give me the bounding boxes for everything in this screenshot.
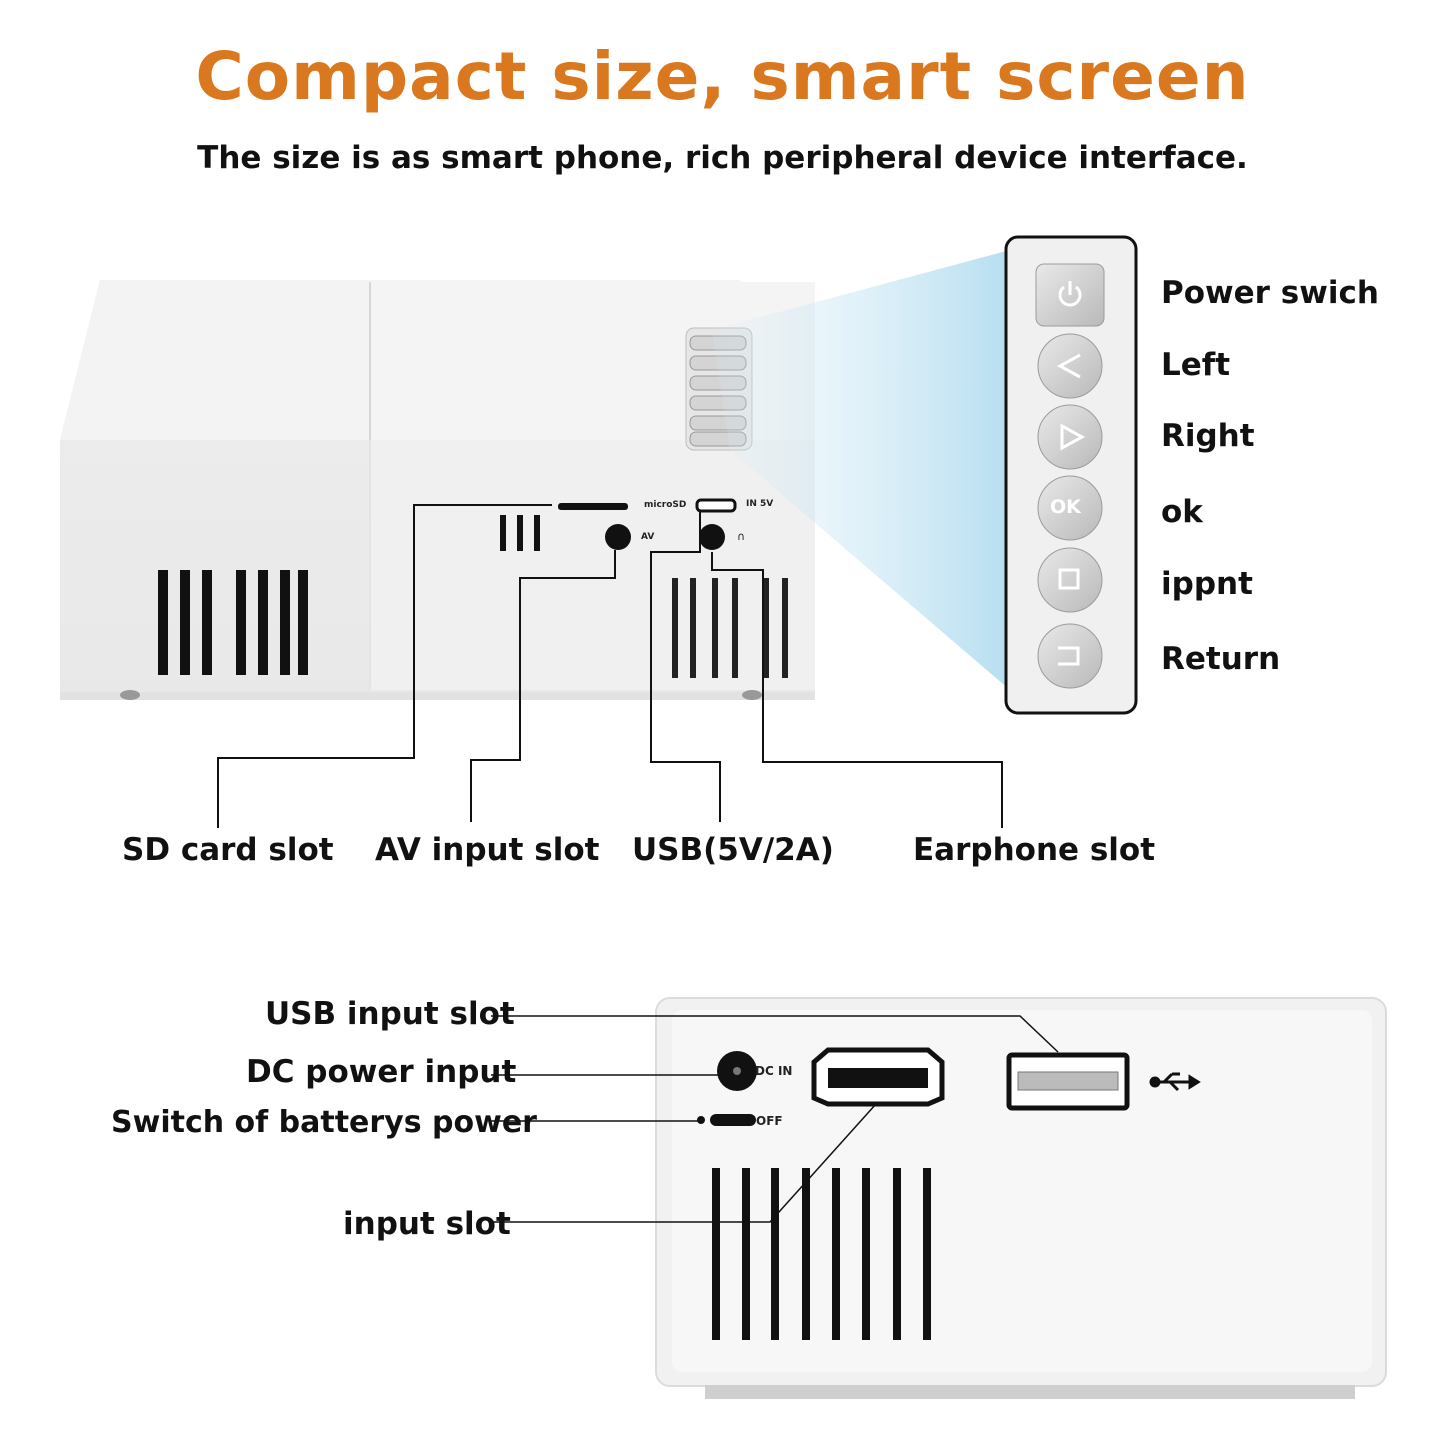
leader-lines-top [217, 504, 1003, 828]
battery-switch [710, 1114, 756, 1126]
projector-rear-view [655, 997, 1387, 1399]
label-av-input-slot: AV input slot [375, 832, 600, 868]
label-usb-5v: USB(5V/2A) [632, 832, 834, 868]
label-ok: ok [1161, 494, 1203, 530]
microsd-slot [558, 503, 628, 510]
av-text: AV [641, 532, 655, 542]
label-input: ippnt [1161, 566, 1253, 602]
usb-symbol-icon [1149, 1072, 1201, 1092]
label-sd-card-slot: SD card slot [122, 832, 334, 868]
usb-port [695, 498, 737, 513]
projector-side-view [60, 280, 815, 700]
headphone-icon: ∩ [737, 530, 746, 543]
dcin-text: DC IN [755, 1064, 793, 1078]
off-text: OFF [756, 1114, 783, 1128]
control-panel [1004, 235, 1138, 715]
earphone-jack [699, 524, 725, 550]
label-battery-switch: Switch of batterys power [111, 1105, 537, 1140]
label-left: Left [1161, 347, 1231, 383]
light-beam [712, 250, 1010, 690]
label-input-slot: input slot [343, 1206, 511, 1242]
label-dc-power-input: DC power input [246, 1054, 517, 1090]
in5v-text: IN 5V [746, 499, 774, 509]
microsd-text: microSD [644, 500, 687, 510]
label-earphone-slot: Earphone slot [913, 832, 1156, 868]
label-power-switch: Power swich [1161, 275, 1379, 311]
page-subtitle: The size is as smart phone, rich periphe… [197, 140, 1248, 176]
page-title: Compact size, smart screen [195, 38, 1250, 115]
label-right: Right [1161, 418, 1255, 454]
label-return: Return [1161, 641, 1281, 677]
av-jack [605, 524, 631, 550]
ok-button-glyph: OK [1050, 496, 1081, 518]
label-usb-input-slot: USB input slot [265, 996, 515, 1032]
leader-lines-bottom [491, 1015, 1059, 1223]
